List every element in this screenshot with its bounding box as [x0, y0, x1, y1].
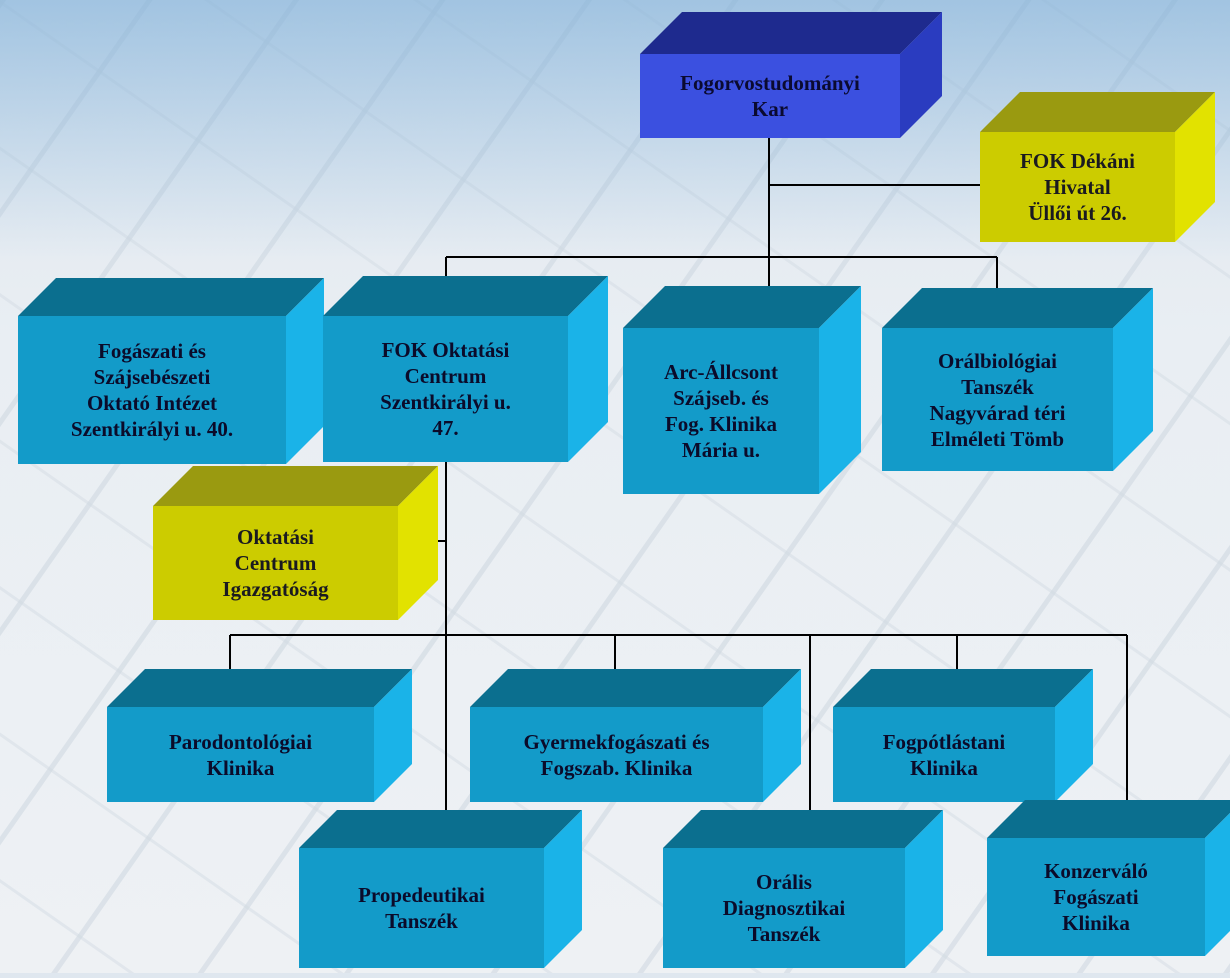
node-fogorvostudomanyi-kar-front-face: [640, 54, 900, 138]
node-arc-allcsont-top-face: [623, 286, 861, 328]
node-gyermekfogaszati-front-face: [470, 707, 763, 802]
node-dekani-hivatal: [980, 92, 1215, 242]
node-fogpotlastani-side-face: [1055, 669, 1093, 802]
node-oktatasi-centrum: [323, 276, 608, 462]
node-arc-allcsont-side-face: [819, 286, 861, 494]
node-fogpotlastani-front-face: [833, 707, 1055, 802]
node-dekani-hivatal-top-face: [980, 92, 1215, 132]
node-parodontologiai-front-face: [107, 707, 374, 802]
node-konzervalo: [987, 800, 1230, 956]
node-oktatasi-centrum-top-face: [323, 276, 608, 316]
node-igazgatosag-side-face: [398, 466, 438, 620]
node-gyermekfogaszati-top-face: [470, 669, 801, 707]
node-dekani-hivatal-side-face: [1175, 92, 1215, 242]
node-gyermekfogaszati-side-face: [763, 669, 801, 802]
node-konzervalo-front-face: [987, 838, 1205, 956]
node-oralis-diagnosztikai-front-face: [663, 848, 905, 968]
node-gyermekfogaszati: [470, 669, 801, 802]
node-fogaszati-intezet-side-face: [286, 278, 324, 464]
node-fogorvostudomanyi-kar: [640, 12, 942, 138]
node-konzervalo-side-face: [1205, 813, 1230, 956]
node-igazgatosag-front-face: [153, 506, 398, 620]
node-propedeutikai-top-face: [299, 810, 582, 848]
node-oralbiologiai: [882, 288, 1153, 471]
node-oralis-diagnosztikai: [663, 810, 943, 968]
node-propedeutikai-front-face: [299, 848, 544, 968]
node-arc-allcsont-front-face: [623, 328, 819, 494]
node-propedeutikai: [299, 810, 582, 968]
node-propedeutikai-side-face: [544, 810, 582, 968]
node-fogpotlastani: [833, 669, 1093, 802]
node-fogaszati-intezet-front-face: [18, 316, 286, 464]
node-oralbiologiai-side-face: [1113, 288, 1153, 471]
node-fogpotlastani-top-face: [833, 669, 1093, 707]
node-fogaszati-intezet: [18, 278, 324, 464]
node-konzervalo-top-face: [987, 800, 1230, 838]
node-oktatasi-centrum-side-face: [568, 276, 608, 462]
node-fogaszati-intezet-top-face: [18, 278, 324, 316]
node-oktatasi-centrum-front-face: [323, 316, 568, 462]
node-arc-allcsont: [623, 286, 861, 494]
node-dekani-hivatal-front-face: [980, 132, 1175, 242]
node-oralis-diagnosztikai-top-face: [663, 810, 943, 848]
node-parodontologiai: [107, 669, 412, 802]
node-parodontologiai-top-face: [107, 669, 412, 707]
node-oralis-diagnosztikai-side-face: [905, 810, 943, 968]
node-parodontologiai-side-face: [374, 669, 412, 802]
node-oralbiologiai-front-face: [882, 328, 1113, 471]
node-fogorvostudomanyi-kar-side-face: [900, 12, 942, 138]
node-igazgatosag: [153, 466, 438, 620]
node-igazgatosag-top-face: [153, 466, 438, 506]
node-oralbiologiai-top-face: [882, 288, 1153, 328]
node-fogorvostudomanyi-kar-top-face: [640, 12, 942, 54]
